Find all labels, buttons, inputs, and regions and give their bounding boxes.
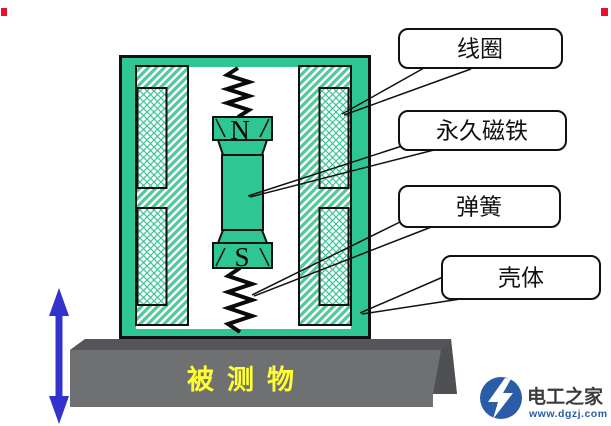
red-dot-right	[601, 8, 608, 16]
callout-magnet-label: 永久磁铁	[436, 119, 528, 144]
coil-winding-right-lower	[318, 207, 350, 306]
callout-magnet: 永久磁铁	[398, 110, 567, 151]
coil-winding-left-upper	[136, 87, 168, 189]
magnet-chamfer-line	[215, 118, 226, 138]
housing-leader-lines	[359, 276, 468, 315]
magnet-chamfer-line	[259, 118, 270, 138]
vibration-arrow	[49, 288, 69, 424]
base-front-face	[70, 339, 457, 407]
magnet-chamfer-line	[215, 247, 226, 267]
south-pole-label: S	[234, 242, 249, 272]
callout-spring: 弹簧	[398, 185, 561, 228]
callout-magnet-box	[398, 110, 567, 151]
base-label: 被测物	[187, 365, 307, 395]
coil-winding-left-lower	[136, 207, 168, 306]
watermark-site-name: 电工之家	[527, 385, 604, 408]
magnet-chamfer-line	[259, 247, 270, 267]
magnet-body	[221, 154, 264, 231]
base-top-bevel	[70, 339, 451, 350]
spring-upper	[220, 66, 256, 119]
coil-leader-lines	[341, 67, 472, 116]
spring-leader-lines	[251, 220, 435, 297]
callout-coil-label: 线圈	[457, 37, 503, 62]
red-dot-left	[1, 8, 7, 16]
lightning-bolt-icon	[488, 378, 513, 419]
callout-spring-label: 弹簧	[456, 195, 502, 220]
callout-housing-label: 壳体	[498, 266, 544, 291]
callout-housing-box	[441, 255, 601, 300]
magnet-bottom-cap	[212, 242, 273, 269]
measured-object-base: 被测物	[70, 339, 457, 407]
watermark-site-url: www.dgzj.com	[528, 408, 608, 420]
north-pole-label: N	[230, 115, 250, 145]
magnet-leader-lines	[247, 145, 435, 198]
callout-coil: 线圈	[398, 28, 563, 69]
callout-housing: 壳体	[441, 255, 601, 300]
base-right-face	[433, 339, 457, 394]
spring-lower	[221, 266, 259, 334]
permanent-magnet: N S	[212, 115, 273, 272]
callout-coil-box	[398, 28, 563, 69]
callout-spring-box	[398, 185, 561, 228]
watermark: 电工之家 www.dgzj.com	[480, 377, 608, 420]
